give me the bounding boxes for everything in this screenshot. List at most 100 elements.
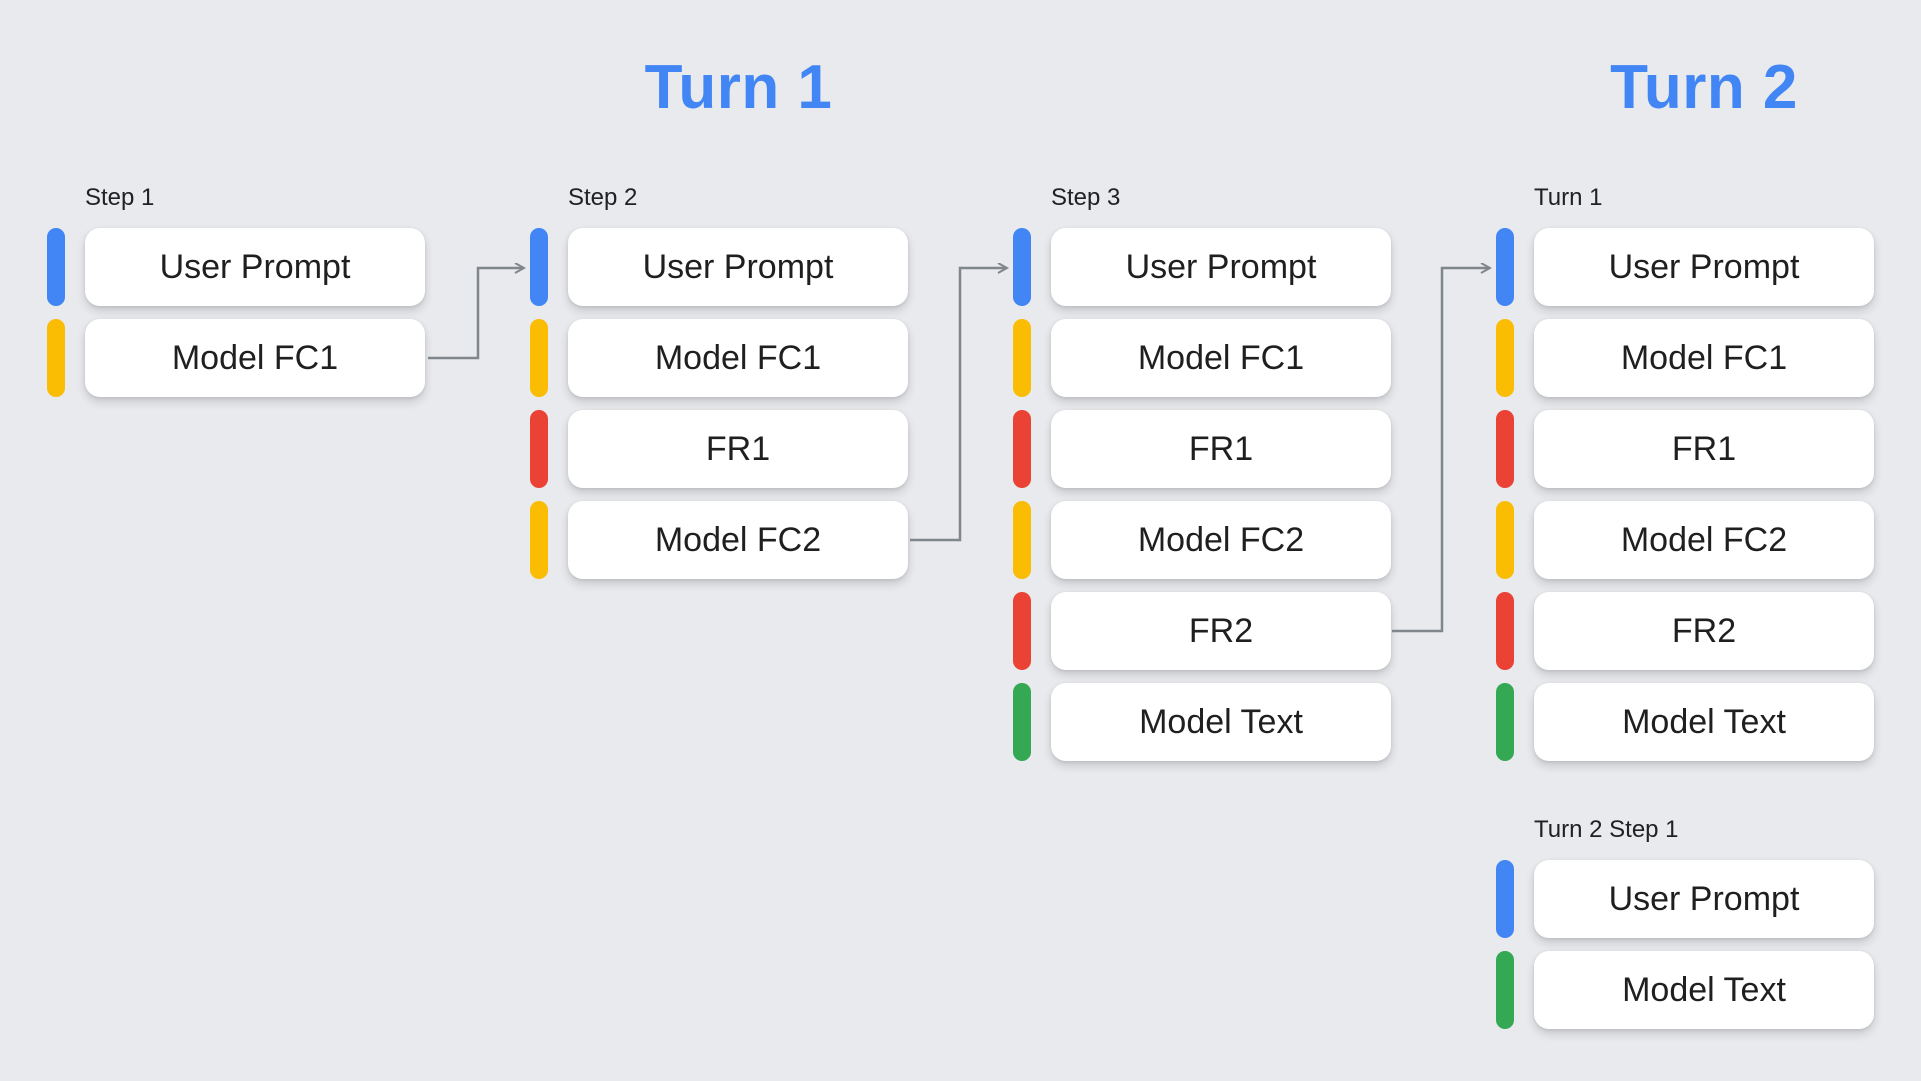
message-row: User Prompt [1496, 228, 1874, 306]
arrow-step3-to-turn2 [1392, 268, 1490, 633]
message-label: Model FC2 [1620, 520, 1788, 559]
message-box: User Prompt [1051, 228, 1391, 306]
message-row: FR1 [1496, 410, 1874, 488]
user-prompt-bar [530, 228, 548, 306]
model-text-bar [1496, 683, 1514, 761]
message-label: User Prompt [642, 247, 834, 286]
message-box: Model Text [1534, 683, 1874, 761]
model-fc-bar [1496, 501, 1514, 579]
message-box: FR2 [1534, 592, 1874, 670]
model-text-bar [1496, 951, 1514, 1029]
message-row: FR1 [1013, 410, 1391, 488]
message-label: FR1 [1671, 429, 1737, 468]
model-fc-bar [47, 319, 65, 397]
message-box: Model FC1 [1534, 319, 1874, 397]
message-label: User Prompt [1125, 247, 1317, 286]
message-label: Model Text [1139, 702, 1303, 741]
message-label: Model FC2 [654, 520, 822, 559]
user-prompt-bar [47, 228, 65, 306]
column-label: Step 1 [85, 184, 155, 211]
message-box: User Prompt [1534, 228, 1874, 306]
message-label: User Prompt [159, 247, 351, 286]
function-response-bar [1496, 410, 1514, 488]
message-label: FR2 [1671, 611, 1737, 650]
message-row: User Prompt [530, 228, 908, 306]
message-row: Model FC1 [530, 319, 908, 397]
message-row: User Prompt [47, 228, 425, 306]
message-box: Model FC1 [85, 319, 425, 397]
message-box: Model Text [1051, 683, 1391, 761]
function-response-bar [530, 410, 548, 488]
model-fc-bar [530, 501, 548, 579]
user-prompt-bar [1496, 860, 1514, 938]
turn-2-title: Turn 2 [1610, 53, 1798, 122]
message-box: FR1 [568, 410, 908, 488]
function-response-bar [1013, 410, 1031, 488]
message-row: Model Text [1496, 951, 1874, 1029]
message-label: Model FC2 [1137, 520, 1305, 559]
message-box: User Prompt [568, 228, 908, 306]
column-step-3: Step 3 User Prompt Model FC1 FR1 Model F… [1013, 184, 1391, 761]
message-row: Model FC1 [47, 319, 425, 397]
function-response-bar [1496, 592, 1514, 670]
column-label: Step 2 [568, 184, 638, 211]
message-label: Model Text [1622, 702, 1786, 741]
message-row: Model FC2 [530, 501, 908, 579]
message-box: Model FC2 [1534, 501, 1874, 579]
message-row: Model FC2 [1496, 501, 1874, 579]
message-row: Model Text [1013, 683, 1391, 761]
arrow-step1-to-step2 [428, 268, 524, 360]
column-step-1: Step 1 User Prompt Model FC1 [47, 184, 425, 397]
message-row: FR2 [1013, 592, 1391, 670]
column-label: Turn 1 [1534, 184, 1603, 211]
model-fc-bar [1013, 319, 1031, 397]
column-turn-1-context: Turn 1 User Prompt Model FC1 FR1 Model F… [1496, 184, 1874, 761]
message-row: Model Text [1496, 683, 1874, 761]
message-box: Model FC2 [1051, 501, 1391, 579]
message-box: Model FC1 [568, 319, 908, 397]
message-rows: User Prompt Model FC1 FR1 Model FC2 FR2 … [1496, 228, 1874, 761]
model-fc-bar [1496, 319, 1514, 397]
message-label: Model Text [1622, 970, 1786, 1009]
column-label: Turn 2 Step 1 [1534, 816, 1679, 843]
arrow-step2-to-step3 [910, 268, 1007, 542]
message-label: FR1 [705, 429, 771, 468]
message-rows: User Prompt Model Text [1496, 860, 1874, 1029]
user-prompt-bar [1013, 228, 1031, 306]
message-label: FR2 [1188, 611, 1254, 650]
message-box: Model FC1 [1051, 319, 1391, 397]
column-step-2: Step 2 User Prompt Model FC1 FR1 Model F… [530, 184, 908, 579]
message-label: Model FC1 [1620, 338, 1788, 377]
message-row: User Prompt [1013, 228, 1391, 306]
message-box: Model Text [1534, 951, 1874, 1029]
message-label: User Prompt [1608, 247, 1800, 286]
model-fc-bar [1013, 501, 1031, 579]
model-text-bar [1013, 683, 1031, 761]
message-box: FR2 [1051, 592, 1391, 670]
message-label: Model FC1 [171, 338, 339, 377]
model-fc-bar [530, 319, 548, 397]
user-prompt-bar [1496, 228, 1514, 306]
message-row: FR1 [530, 410, 908, 488]
turn-1-title: Turn 1 [644, 53, 833, 122]
column-turn-2-step-1: Turn 2 Step 1 User Prompt Model Text [1496, 816, 1874, 1029]
message-box: Model FC2 [568, 501, 908, 579]
message-label: Model FC1 [1137, 338, 1305, 377]
function-response-bar [1013, 592, 1031, 670]
message-box: User Prompt [85, 228, 425, 306]
message-label: FR1 [1188, 429, 1254, 468]
message-rows: User Prompt Model FC1 FR1 Model FC2 [530, 228, 908, 579]
message-label: Model FC1 [654, 338, 822, 377]
message-box: User Prompt [1534, 860, 1874, 938]
message-row: FR2 [1496, 592, 1874, 670]
message-row: Model FC1 [1013, 319, 1391, 397]
message-rows: User Prompt Model FC1 [47, 228, 425, 397]
message-box: FR1 [1051, 410, 1391, 488]
message-row: Model FC1 [1496, 319, 1874, 397]
message-row: Model FC2 [1013, 501, 1391, 579]
message-rows: User Prompt Model FC1 FR1 Model FC2 FR2 … [1013, 228, 1391, 761]
message-box: FR1 [1534, 410, 1874, 488]
message-row: User Prompt [1496, 860, 1874, 938]
message-label: User Prompt [1608, 879, 1800, 918]
